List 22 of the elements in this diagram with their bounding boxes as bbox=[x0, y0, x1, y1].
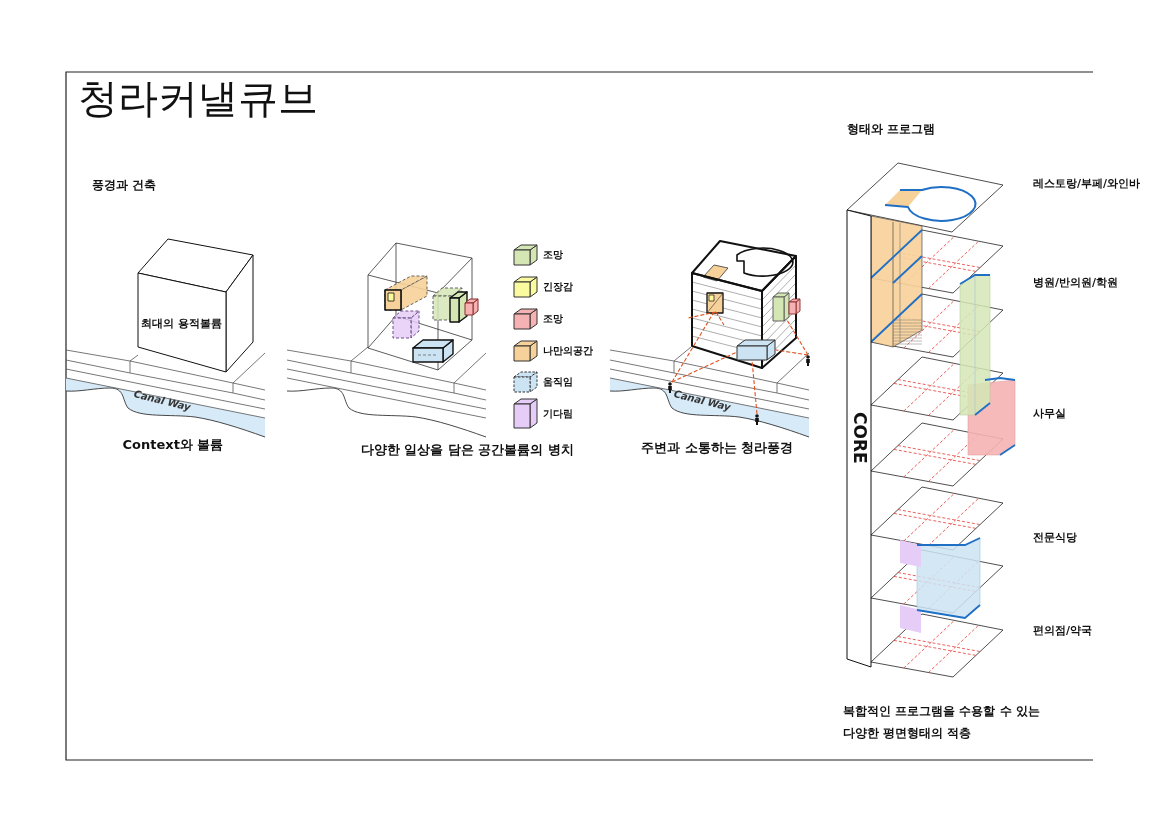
section-heading: 형태와 프로그램 bbox=[847, 122, 936, 137]
volume-label: 최대의 용적볼륨 bbox=[141, 317, 222, 331]
legend-label: 조망 bbox=[543, 249, 563, 261]
program-label: 전문식당 bbox=[1033, 531, 1077, 545]
program-label: 병원/반의원/학원 bbox=[1033, 276, 1119, 290]
legend-label: 움직임 bbox=[543, 376, 573, 388]
panel-caption: 주변과 소통하는 청라풍경 bbox=[641, 440, 794, 456]
legend-label: 기다림 bbox=[543, 407, 573, 420]
legend-label: 조망 bbox=[543, 313, 563, 325]
panel-caption: 다양한 일상을 담은 공간볼륨의 병치 bbox=[360, 442, 574, 458]
program-label: 레스토랑/부페/와인바 bbox=[1033, 177, 1141, 191]
section-heading: 풍경과 건축 bbox=[92, 178, 157, 193]
page-title: 청라커낼큐브 bbox=[78, 74, 318, 122]
program-label: 편의점/약국 bbox=[1033, 624, 1093, 638]
core-label: CORE bbox=[850, 412, 868, 464]
panel-caption: Context와 볼륨 bbox=[122, 437, 224, 453]
legend-label: 긴장감 bbox=[543, 281, 573, 293]
street-name: Canal Way bbox=[132, 388, 192, 414]
street-name: Canal Way bbox=[672, 388, 732, 414]
program-label: 사무실 bbox=[1033, 407, 1066, 421]
legend-label: 나만의공간 bbox=[543, 345, 593, 357]
caption: 복합적인 프로그램을 수용할 수 있는 다양한 평면형태의 적층 bbox=[843, 703, 1040, 742]
